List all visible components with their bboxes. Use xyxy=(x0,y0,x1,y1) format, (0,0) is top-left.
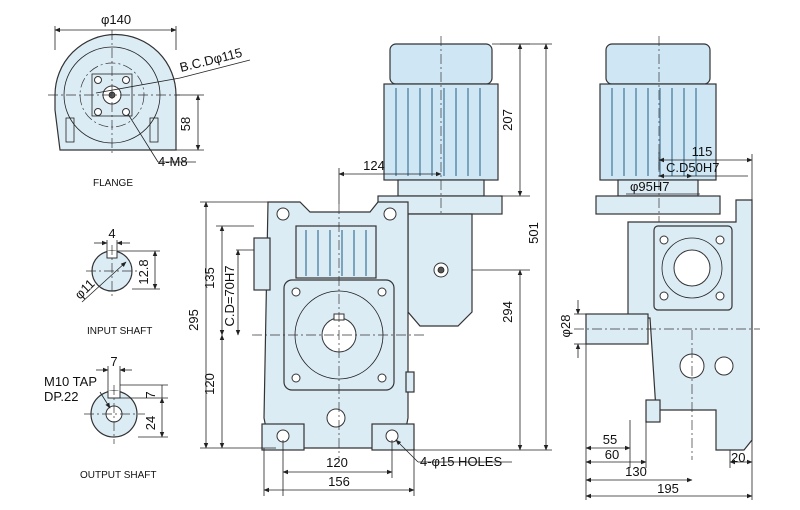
side-95-label: φ95H7 xyxy=(630,179,670,194)
output-key-label: 7 xyxy=(110,354,117,369)
cover-bolt xyxy=(377,373,387,383)
side-cd-label: C.D50H7 xyxy=(666,160,719,175)
input-key-label: 4 xyxy=(108,226,115,241)
motor-fins xyxy=(395,88,481,176)
output-24-label: 24 xyxy=(143,416,158,430)
input-height-label: 12.8 xyxy=(136,259,151,284)
front-120v-label: 120 xyxy=(202,373,217,395)
flange-tap-leader xyxy=(127,113,159,163)
gearbox-rib-panel xyxy=(295,225,377,279)
flange-bolt-hole xyxy=(94,76,102,84)
front-120h-label: 120 xyxy=(326,455,348,470)
input-shaft-caption: INPUT SHAFT xyxy=(87,326,152,337)
input-diameter-leader xyxy=(81,261,127,303)
side-flange-plate xyxy=(595,195,721,215)
side-55-label: 55 xyxy=(603,432,617,447)
top-mount-hole xyxy=(383,207,397,221)
input-shaft-view: 4 12.8 φ11 INPUT SHAFT xyxy=(72,226,160,337)
front-view: 207 294 501 124 295 135 C.D=70H7 120 120… xyxy=(186,36,552,496)
side-115-label: 115 xyxy=(692,144,713,159)
flange-view: φ140 B.C.Dφ115 58 4-M8 FLANGE xyxy=(48,12,251,189)
side-output-boss xyxy=(714,356,734,376)
output-shaft-caption: OUTPUT SHAFT xyxy=(80,470,156,481)
flange-bolt-hole xyxy=(94,108,102,116)
flange-tap-label: 4-M8 xyxy=(158,154,188,169)
side-view: 115 C.D50H7 φ95H7 φ28 55 60 130 195 20 xyxy=(558,36,760,500)
flange-caption: FLANGE xyxy=(93,178,133,189)
front-294-label: 294 xyxy=(500,301,515,323)
cover-bolt xyxy=(291,373,301,383)
flange-bolt-hole xyxy=(122,76,130,84)
gearbox-side-boss xyxy=(253,237,271,291)
side-bolt xyxy=(715,291,725,301)
side-60-label: 60 xyxy=(605,447,619,462)
top-mount-hole xyxy=(276,207,290,221)
output-tap-leader xyxy=(99,391,111,409)
flange-bcd-leader xyxy=(179,59,251,79)
side-lug xyxy=(405,371,415,393)
flange-slot xyxy=(65,117,75,143)
side-130-label: 130 xyxy=(625,464,647,479)
side-20-label: 20 xyxy=(731,450,745,465)
output-7-label: 7 xyxy=(143,391,158,398)
output-tap-label: M10 TAP xyxy=(44,374,97,389)
flange-slot xyxy=(149,117,159,143)
side-bolt xyxy=(659,291,669,301)
front-156-label: 156 xyxy=(328,474,350,489)
front-124-label: 124 xyxy=(363,158,385,173)
side-foot xyxy=(645,399,661,423)
flange-bolt-hole xyxy=(122,108,130,116)
front-holes-label: 4-φ15 HOLES xyxy=(420,454,502,469)
front-holes-leader xyxy=(395,439,419,463)
side-input-bore xyxy=(673,249,711,287)
front-207-label: 207 xyxy=(500,109,515,131)
input-housing-plug-center xyxy=(437,266,445,274)
flange-diameter-label: φ140 xyxy=(101,12,131,27)
front-cd-label: C.D=70H7 xyxy=(222,265,237,326)
gearbox-ribs xyxy=(305,230,367,276)
side-input-ring xyxy=(661,237,723,299)
side-28-label: φ28 xyxy=(558,315,573,338)
output-depth-label: DP.22 xyxy=(44,389,78,404)
front-501-label: 501 xyxy=(526,222,541,244)
side-bolt xyxy=(659,235,669,245)
front-295-label: 295 xyxy=(186,309,201,331)
side-195-label: 195 xyxy=(657,481,679,496)
cover-bolt xyxy=(377,287,387,297)
front-135-label: 135 xyxy=(202,267,217,289)
output-shaft-view: 7 M10 TAP DP.22 7 24 OUTPUT SHAFT xyxy=(44,354,168,481)
flange-58-label: 58 xyxy=(178,117,193,131)
flange-bcd-leader xyxy=(95,77,181,94)
drain-plug xyxy=(326,408,346,428)
side-bolt xyxy=(715,235,725,245)
cover-bolt xyxy=(291,287,301,297)
side-motor-cap xyxy=(605,43,711,85)
